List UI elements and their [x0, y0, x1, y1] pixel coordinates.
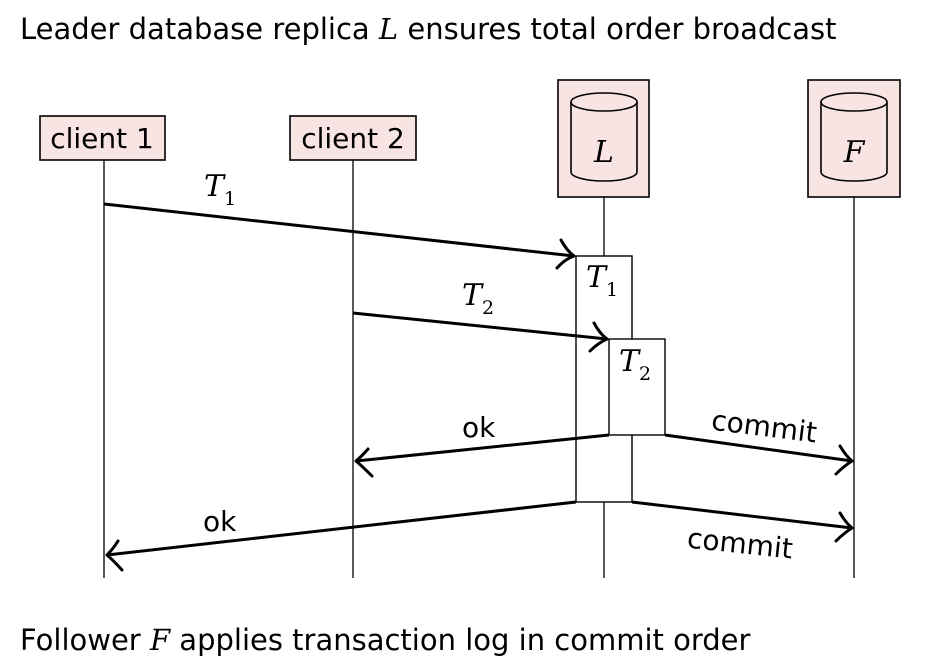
arrowhead-icon: [834, 444, 854, 476]
participant-client-1: client 1: [39, 115, 166, 161]
message-commit-t1-label: commit: [686, 522, 795, 566]
message-commit-t2: commit: [664, 404, 854, 476]
arrowhead-icon: [834, 511, 854, 543]
arrowhead-icon: [588, 321, 609, 353]
message-t2-label: T2: [462, 278, 494, 319]
message-ok-client-2: ok: [354, 411, 610, 478]
diagram-footer: Follower F applies transaction log in co…: [20, 623, 751, 657]
message-commit-t1: commit: [631, 500, 854, 566]
participant-leader-label: L: [593, 135, 614, 170]
database-icon: [820, 92, 888, 182]
activation-t1-label: T1: [586, 260, 618, 301]
activation-t2: T2: [608, 338, 666, 436]
participant-client-2: client 2: [289, 115, 417, 161]
participant-follower-label: F: [843, 135, 866, 170]
activation-t2-label: T2: [619, 344, 651, 385]
arrowhead-icon: [354, 447, 374, 478]
message-ok-client-1: ok: [105, 500, 577, 572]
database-icon: [570, 92, 638, 182]
participant-follower: F: [807, 79, 901, 198]
participant-client-1-label: client 1: [50, 122, 154, 155]
message-ok-client-2-label: ok: [462, 411, 496, 444]
participant-client-2-label: client 2: [301, 122, 405, 155]
message-t2: T2: [352, 278, 609, 353]
diagram-title: Leader database replica L ensures total …: [20, 12, 836, 46]
message-t1-label: T1: [204, 169, 236, 210]
message-t1: T1: [103, 169, 576, 270]
arrowhead-icon: [555, 238, 576, 270]
message-ok-client-1-label: ok: [203, 505, 237, 538]
participant-leader: L: [557, 79, 650, 198]
arrowhead-icon: [105, 539, 124, 572]
activation-t1: T1: [575, 255, 633, 503]
